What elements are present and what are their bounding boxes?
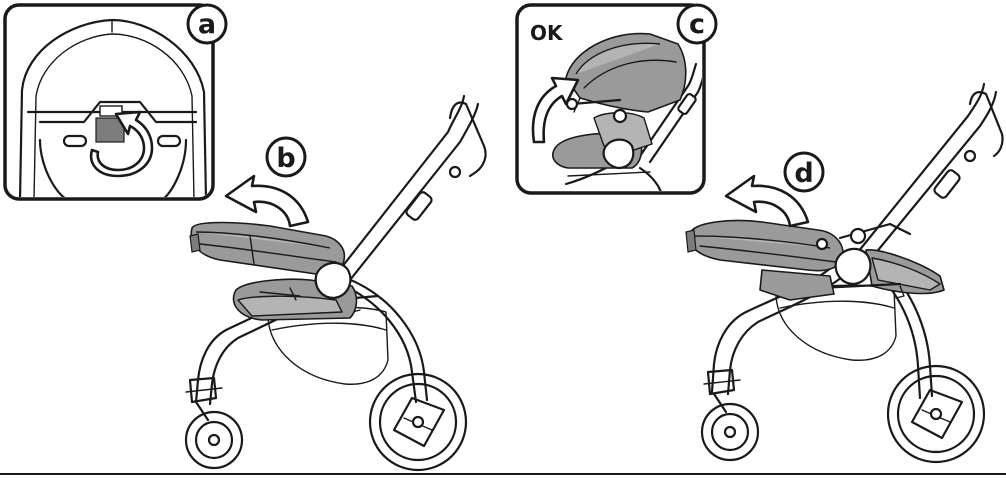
- inset-panel-a: a: [3, 3, 228, 201]
- rear-wheel-left: [368, 372, 468, 472]
- front-wheel-right: [700, 402, 760, 462]
- step-label-b: b: [276, 143, 295, 174]
- handle-bar-left: [336, 94, 466, 274]
- stroller-left: [184, 94, 487, 472]
- step-label-c: c: [689, 9, 705, 40]
- badge-b: b: [265, 136, 307, 178]
- rotate-arrow-icon: [89, 110, 154, 178]
- step-label-d: d: [794, 158, 813, 189]
- canopy-raised-c: [565, 32, 687, 113]
- fold-button-left: [405, 191, 433, 221]
- hub-left: [314, 261, 352, 300]
- badge-d: d: [783, 151, 825, 193]
- inset-panel-c: OK c: [515, 3, 718, 195]
- ok-label: OK: [530, 21, 564, 45]
- stroller-right: [685, 82, 1004, 464]
- curved-arrow-icon: [224, 174, 310, 228]
- step-label-a: a: [198, 9, 216, 40]
- rear-wheel-right: [886, 364, 986, 464]
- curved-arrow-icon-d: [724, 174, 810, 228]
- front-wheel-left: [184, 410, 244, 470]
